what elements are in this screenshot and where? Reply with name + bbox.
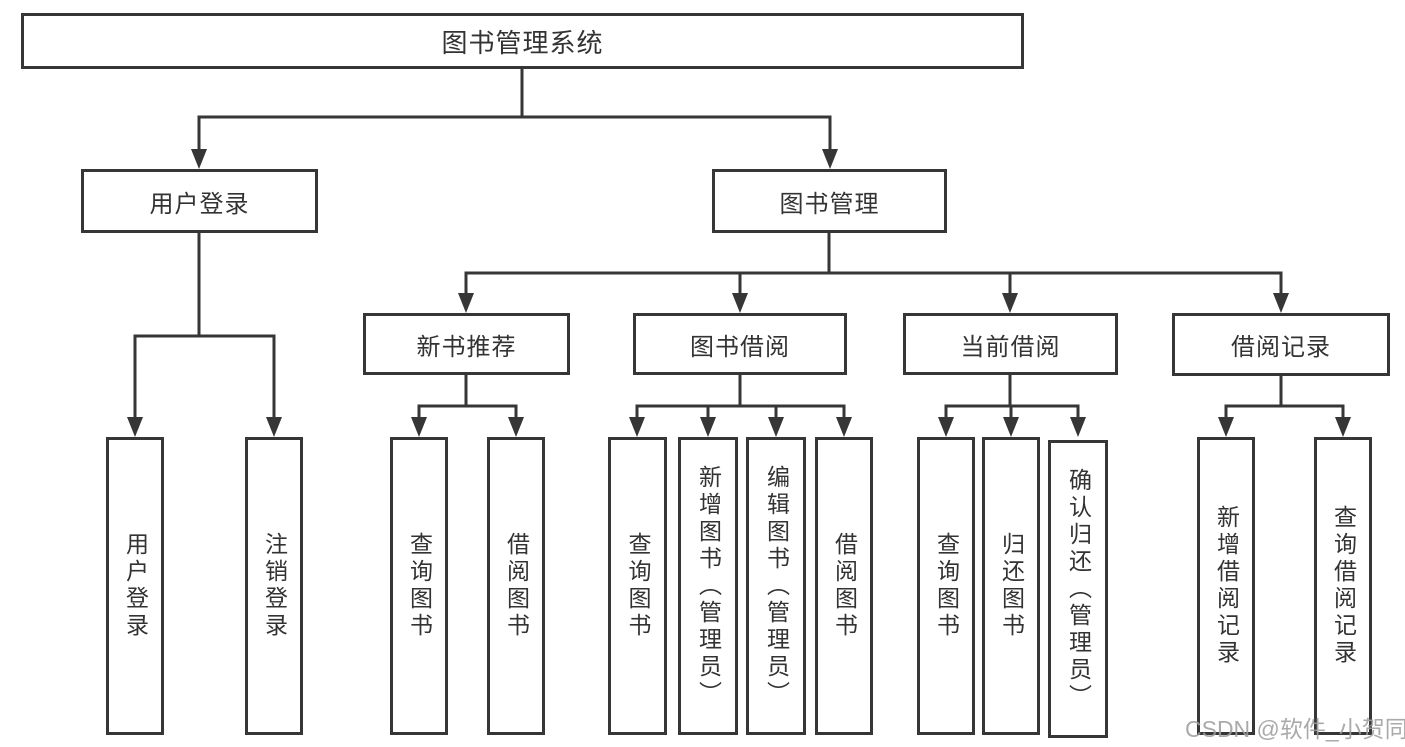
- node-label: 借阅图书: [503, 532, 530, 640]
- node-label: 查询图书: [625, 532, 651, 640]
- node-book-management-branch: 图书管理: [712, 169, 947, 233]
- node-label: 注销登录: [261, 532, 288, 640]
- node-label: 查询图书: [933, 532, 960, 640]
- node-label: 图书借阅: [690, 333, 790, 361]
- csdn-watermark: CSDN @软件_小贺同学: [1185, 716, 1405, 742]
- node-book-management-system: 图书管理系统: [21, 13, 1024, 69]
- node-current-borrow: 当前借阅: [903, 313, 1118, 375]
- leaf-confirm-return-admin: 确认归还（管理员）: [1048, 440, 1108, 738]
- node-label: 查询图书: [406, 532, 433, 640]
- leaf-query-books-recommend: 查询图书: [390, 437, 448, 735]
- node-book-borrow: 图书借阅: [633, 313, 847, 375]
- node-label: 借阅图书: [831, 532, 858, 640]
- node-label: 归还图书: [998, 532, 1025, 640]
- node-label: 图书管理: [779, 190, 880, 218]
- leaf-user-login: 用户登录: [106, 437, 164, 735]
- node-new-book-recommend: 新书推荐: [363, 313, 570, 375]
- node-label: 新增图书（管理员）: [695, 464, 722, 708]
- arrowhead-icons: [127, 149, 1351, 437]
- leaf-query-books-borrow: 查询图书: [608, 437, 667, 735]
- node-label: 当前借阅: [960, 333, 1061, 361]
- node-label: 查询借阅记录: [1330, 505, 1357, 667]
- leaf-return-books: 归还图书: [982, 437, 1040, 735]
- node-label: 新书推荐: [416, 333, 517, 361]
- node-label: 图书管理系统: [441, 27, 604, 58]
- node-borrow-records: 借阅记录: [1172, 313, 1390, 376]
- leaf-borrow-books-recommend: 借阅图书: [487, 437, 545, 735]
- node-label: 用户登录: [149, 190, 250, 218]
- leaf-borrow-books: 借阅图书: [815, 437, 873, 735]
- node-label: 借阅记录: [1231, 334, 1331, 361]
- node-label: 新增借阅记录: [1213, 505, 1240, 667]
- node-label: 编辑图书（管理员）: [763, 464, 790, 708]
- leaf-add-borrow-record: 新增借阅记录: [1197, 437, 1255, 735]
- node-label: 用户登录: [122, 532, 149, 640]
- node-user-login-branch: 用户登录: [81, 169, 318, 233]
- leaf-query-books-current: 查询图书: [917, 437, 975, 735]
- node-label: 确认归还（管理员）: [1065, 467, 1092, 711]
- leaf-query-borrow-record: 查询借阅记录: [1314, 437, 1372, 735]
- leaf-add-books-admin: 新增图书（管理员）: [678, 437, 738, 735]
- leaf-edit-books-admin: 编辑图书（管理员）: [746, 437, 806, 735]
- leaf-logout: 注销登录: [245, 437, 303, 735]
